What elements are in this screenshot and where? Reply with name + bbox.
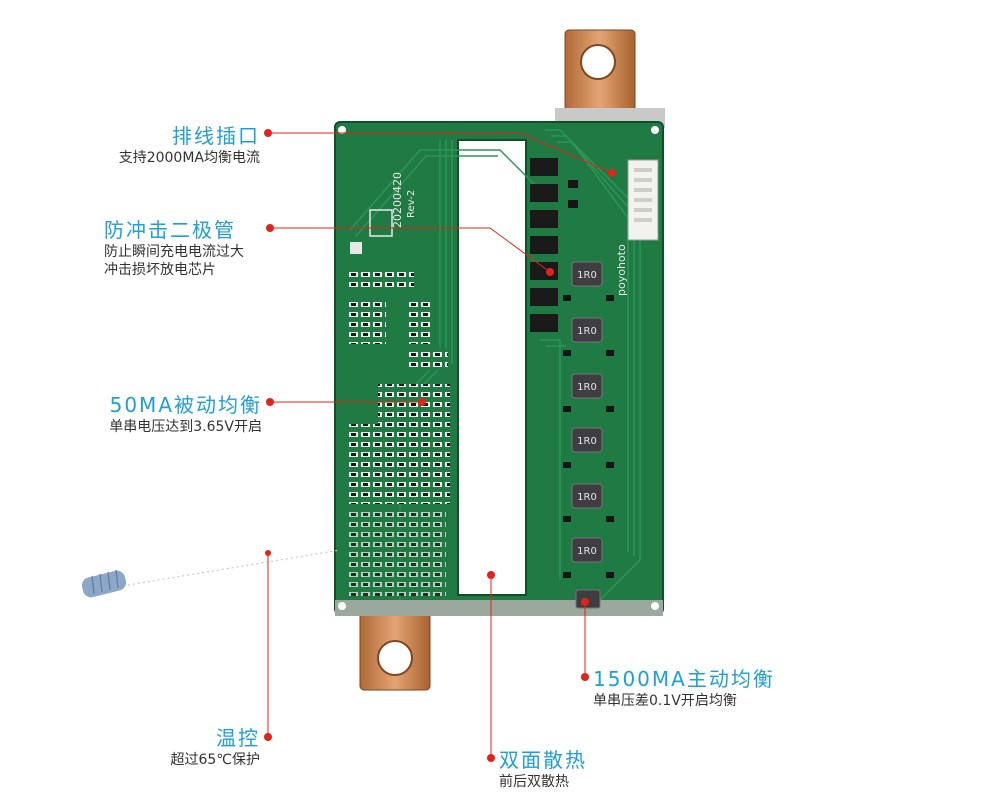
pcb-board: 1R0 1R0 1R0 1R0 1R0 1R0 2	[334, 121, 664, 616]
connector-annotation: 排线插口 支持2000MA均衡电流	[90, 120, 260, 167]
inductor-label: 1R0	[577, 382, 597, 393]
temp-control-title: 温控	[216, 726, 260, 750]
heat-dissipation-title: 双面散热	[499, 748, 587, 772]
passive-balance-subtitle: 单串电压达到3.65V开启	[109, 419, 262, 435]
connector-subtitle: 支持2000MA均衡电流	[118, 150, 260, 166]
diode-title: 防冲击二极管	[104, 218, 236, 242]
bottom-busbar	[359, 604, 431, 691]
temp-control-annotation: 温控 超过65℃保护	[150, 722, 260, 769]
temp-control-subtitle: 超过65℃保护	[170, 752, 260, 768]
board-brand-silkscreen: poyohoto	[615, 244, 628, 296]
heat-dissipation-annotation: 双面散热 前后双散热	[499, 744, 639, 791]
active-balance-annotation: 1500MA主动均衡 单串压差0.1V开启均衡	[593, 663, 813, 710]
inductor-label: 1R0	[577, 436, 597, 447]
active-balance-title: 1500MA主动均衡	[593, 667, 775, 691]
heat-dissipation-subtitle: 前后双散热	[499, 774, 569, 790]
pointer-dots	[264, 129, 616, 762]
pointer-lines	[267, 132, 613, 758]
active-balance-subtitle: 单串压差0.1V开启均衡	[593, 693, 737, 709]
inductor-label: 1R0	[577, 546, 597, 557]
diode-subtitle-line1: 防止瞬间充电电流过大	[104, 244, 244, 260]
inductor-column: 1R0 1R0 1R0 1R0 1R0 1R0	[571, 261, 603, 609]
connector-title: 排线插口	[172, 124, 260, 148]
inductor-label: 1R0	[577, 270, 597, 281]
diode-subtitle-line2: 冲击损坏放电芯片	[104, 262, 216, 278]
temperature-probe	[81, 549, 341, 598]
board-rev-silkscreen: Rev-2	[406, 190, 417, 218]
diode-annotation: 防冲击二极管 防止瞬间充电电流过大 冲击损坏放电芯片	[104, 214, 284, 279]
passive-balance-title: 50MA被动均衡	[109, 393, 262, 417]
passive-balance-annotation: 50MA被动均衡 单串电压达到3.65V开启	[60, 389, 262, 436]
inductor-label: 1R0	[577, 326, 597, 337]
top-busbar	[555, 29, 665, 128]
board-date-silkscreen: 20200420	[391, 172, 404, 228]
inductor-label: 1R0	[577, 492, 597, 503]
